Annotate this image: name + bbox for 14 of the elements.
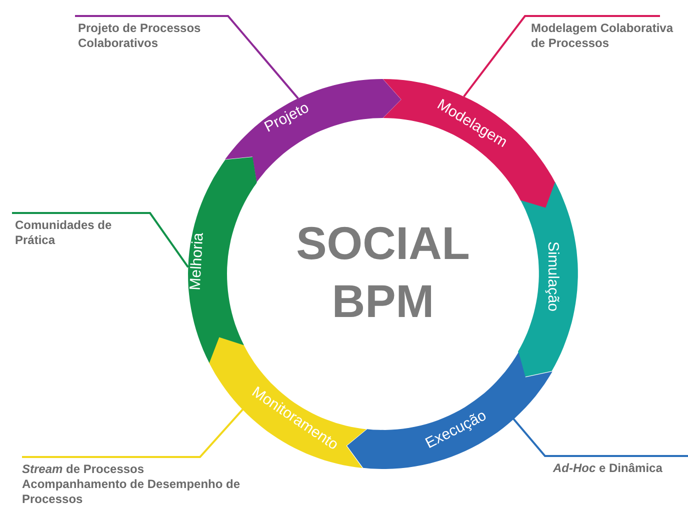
callout-text: Ad-Hoc e Dinâmica bbox=[545, 456, 688, 476]
leader-line bbox=[12, 212, 189, 268]
segment-label: Melhoria bbox=[186, 232, 207, 290]
segment-label: Simulação bbox=[544, 242, 562, 312]
leader-line bbox=[75, 15, 299, 100]
leader-line bbox=[463, 15, 660, 98]
callout-text: Modelagem Colaborativa de Processos bbox=[525, 16, 688, 51]
callout-text: Projeto de Processos Colaborativos bbox=[75, 16, 235, 51]
callout-text: Acompanhamento de Desempenho de Processos bbox=[22, 477, 242, 507]
center-title: SOCIAL BPM bbox=[295, 216, 471, 329]
leader-line bbox=[22, 408, 244, 458]
callout-text: Stream de Processos bbox=[22, 462, 146, 477]
callout-text: Comunidades de Prática bbox=[12, 213, 150, 248]
leader-line bbox=[512, 418, 688, 457]
